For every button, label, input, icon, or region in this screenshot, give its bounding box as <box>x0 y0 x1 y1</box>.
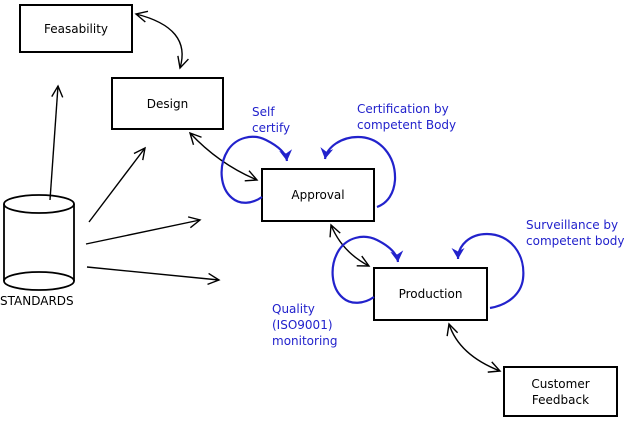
annotation-self-certify: Self certify <box>252 104 290 136</box>
annotation-surveillance: Surveillance by competent body <box>526 217 625 249</box>
node-approval-label: Approval <box>291 188 345 202</box>
node-approval: Approval <box>261 168 375 222</box>
annotation-certification-line2: competent Body <box>357 118 457 132</box>
arrow-standards-approval <box>85 220 200 245</box>
arrow-feasability-design <box>136 14 182 68</box>
node-customer-feedback-label-line2: Feedback <box>531 392 590 407</box>
arrow-approval-production <box>331 225 369 266</box>
annotation-surveillance-line2: competent body <box>526 234 625 248</box>
node-feasability: Feasability <box>19 4 133 53</box>
annotation-quality-monitoring: Quality (ISO9001) monitoring <box>272 301 338 349</box>
annotation-quality-line1: Quality <box>272 302 315 316</box>
node-production-label: Production <box>398 287 463 301</box>
arrow-standards-production <box>86 266 219 280</box>
arrow-standards-design <box>88 148 145 223</box>
annotation-surveillance-line1: Surveillance by <box>526 218 619 232</box>
arrow-standards-feasability <box>49 86 58 201</box>
annotation-quality-line3: monitoring <box>272 334 338 348</box>
annotation-quality-line2: (ISO9001) <box>272 318 333 332</box>
node-customer-feedback-label-line1: Customer <box>531 376 590 391</box>
annotation-certification-line1: Certification by <box>357 102 449 116</box>
annotation-certification: Certification by competent Body <box>357 101 456 133</box>
annotation-self-certify-line1: Self <box>252 105 275 119</box>
node-design: Design <box>111 77 224 130</box>
arrow-production-customer-feedback <box>449 324 500 371</box>
standards-label: STANDARDS <box>0 294 74 308</box>
node-design-label: Design <box>146 96 189 111</box>
annotation-self-certify-line2: certify <box>252 121 291 135</box>
arrow-design-approval <box>190 133 257 180</box>
node-production: Production <box>373 267 488 321</box>
node-feasability-label: Feasability <box>43 21 108 36</box>
node-customer-feedback: Customer Feedback <box>503 366 618 417</box>
standards-cylinder-icon <box>3 194 75 291</box>
